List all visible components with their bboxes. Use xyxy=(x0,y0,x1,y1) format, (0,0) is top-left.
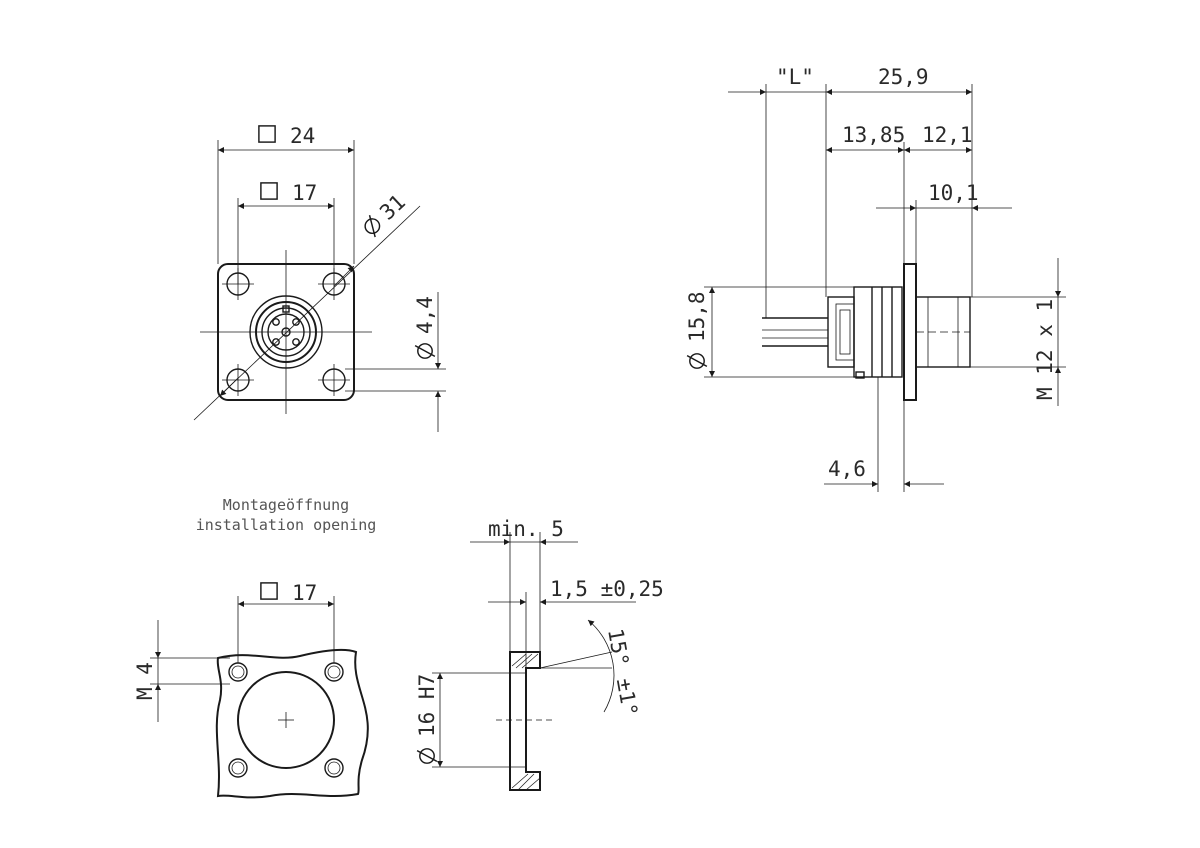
dim-square-24: 24 xyxy=(290,124,315,148)
dim-1-5-tol: 1,5 ±0,25 xyxy=(550,577,664,601)
dim-dia-16-h7: 16 H7 xyxy=(415,674,439,737)
dim-dia-15-8: 15,8 xyxy=(685,291,709,342)
pin-center xyxy=(281,327,291,337)
dim-angle: 15° ±1° xyxy=(603,627,642,718)
side-view: "L" 25,9 13,85 12,1 10,1 15,8 M 12 x 1 xyxy=(685,65,1066,492)
dim-12-1: 12,1 xyxy=(922,123,973,147)
dim-4-6: 4,6 xyxy=(828,457,866,481)
dim-25-9: 25,9 xyxy=(878,65,929,89)
dim-min-5: min. 5 xyxy=(488,517,564,541)
connector-outer xyxy=(249,295,323,369)
dim-dia-4-4: 4,4 xyxy=(413,296,437,334)
body xyxy=(853,286,903,378)
pin-1 xyxy=(272,318,280,326)
pin-4 xyxy=(292,338,300,346)
dim-10-1: 10,1 xyxy=(928,181,979,205)
coding-key xyxy=(282,305,290,313)
opening-label-en: installation opening xyxy=(196,516,377,534)
dim-square-17-bottom: 17 xyxy=(292,581,317,605)
screw-hole-bl xyxy=(228,758,248,778)
installation-opening: Montageöffnung installation opening 17 M… xyxy=(133,496,377,799)
center-opening xyxy=(237,671,335,769)
dim-dia-31: 31 xyxy=(375,190,410,225)
pin-3 xyxy=(272,338,280,346)
dim-square-17: 17 xyxy=(292,181,317,205)
panel-section-body xyxy=(509,651,541,791)
dim-thread: M 12 x 1 xyxy=(1033,299,1057,400)
flange xyxy=(903,263,917,401)
front-view: 24 17 31 4,4 xyxy=(193,124,446,432)
dim-13-85: 13,85 xyxy=(842,123,905,147)
panel-outline xyxy=(215,648,369,799)
screw-hole-br xyxy=(324,758,344,778)
opening-label-de: Montageöffnung xyxy=(223,496,349,514)
pin-2 xyxy=(292,318,300,326)
dim-m4: M 4 xyxy=(133,662,157,700)
panel-section: min. 5 1,5 ±0,25 15° ±1° 16 H7 xyxy=(415,517,664,791)
dim-L: "L" xyxy=(776,65,814,89)
